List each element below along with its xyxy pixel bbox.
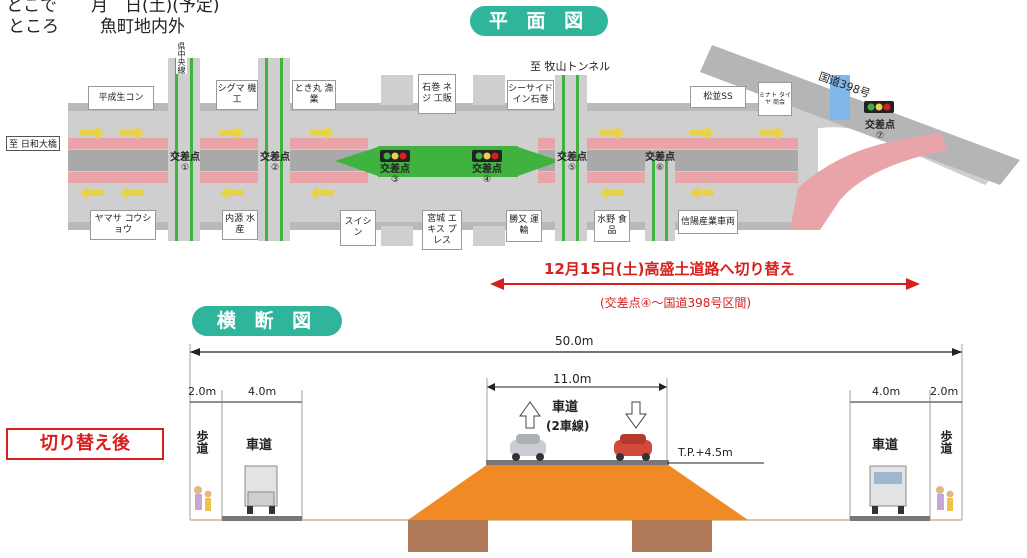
pedestrians-right-icon [936,486,954,511]
direction-north: 至 牧山トンネル [530,60,611,73]
car-left-icon [510,434,546,461]
building-shinyo: 信陽産業車両 [678,210,738,234]
embankment-section [408,464,748,520]
lane-width-left: 4.0m [248,385,277,398]
pedestrians-left-icon [194,486,212,511]
after-switch-label: 切り替え後 [6,428,164,460]
center-width-label: 11.0m [553,372,592,386]
sidewalk-width-right: 2.0m [930,385,959,398]
building-matsunami-ss: 松並SS [690,86,746,108]
cross-street-1 [168,58,200,241]
center-road-label: 車道 [552,400,579,415]
location-value: 魚町地内外 [100,17,185,37]
building-ishinomaki-neji: 石巻 ネジ 工販 [418,74,456,114]
center-lanes-label: (2車線) [546,419,590,433]
embankment-ramp-east [518,147,560,176]
foundation-right [632,520,712,552]
cross-street-2 [258,58,290,241]
side-road-left-label: 車道 [246,438,273,453]
plan-title: 平 面 図 [470,6,608,36]
side-street-label: 県中央線 [176,42,187,74]
water-channel [830,75,850,120]
sidewalk-width-left: 2.0m [188,385,217,398]
pink-ramp [790,132,948,230]
switch-date-text: 12月15日(土)高盛土道路へ切り替え [544,260,795,278]
section-title: 横 断 図 [192,306,342,336]
direction-west: 至 日和大橋 [6,136,60,151]
location-label: ところ [8,17,59,37]
building-sigma: シグマ 機工 [216,80,258,110]
building-mizuno: 水野 食品 [594,210,630,242]
lane-width-right: 4.0m [872,385,901,398]
truck-left-icon [244,465,278,514]
building-miyagi-express: 宮城 エキス プレス [422,210,462,250]
car-right-icon [614,434,652,461]
traffic-light-7 [864,101,894,113]
elevation-label: T.P.+4.5m [678,446,733,459]
building-katsumata: 勝又 運輸 [506,210,542,242]
building-minato-tire: ミナト タイヤ 商会 [758,82,792,116]
building-suishin: スイシン [340,210,376,246]
embankment-ramp-west [335,147,378,176]
traffic-light-4 [472,150,502,162]
building-yamasa: ヤマサ コウショウ [90,210,156,240]
cross-section [189,344,963,552]
truck-right-icon [869,465,907,514]
traffic-light-3 [380,150,410,162]
header-top-cut: とこで 月 日(土)(予定) [6,0,220,16]
side-road-right-label: 車道 [872,438,899,453]
building-naigen: 内源 水産 [222,210,258,240]
foundation-left [408,520,488,552]
sidewalk-left-label: 歩道 [195,430,209,454]
building-heisei: 平成生コン [88,86,154,110]
total-width-label: 50.0m [555,334,594,348]
pink-lane-south [68,172,368,183]
sidewalk-right-label: 歩道 [939,430,953,454]
elevated-road-surface [486,460,669,465]
building-tokimaru: とき丸 漁業 [292,80,336,110]
building-seaside: シーサイド イン石巻 [507,80,554,110]
plan-map [68,45,1020,290]
pink-lane-north [68,138,368,149]
switch-range-text: (交差点④～国道398号区間) [600,296,752,310]
